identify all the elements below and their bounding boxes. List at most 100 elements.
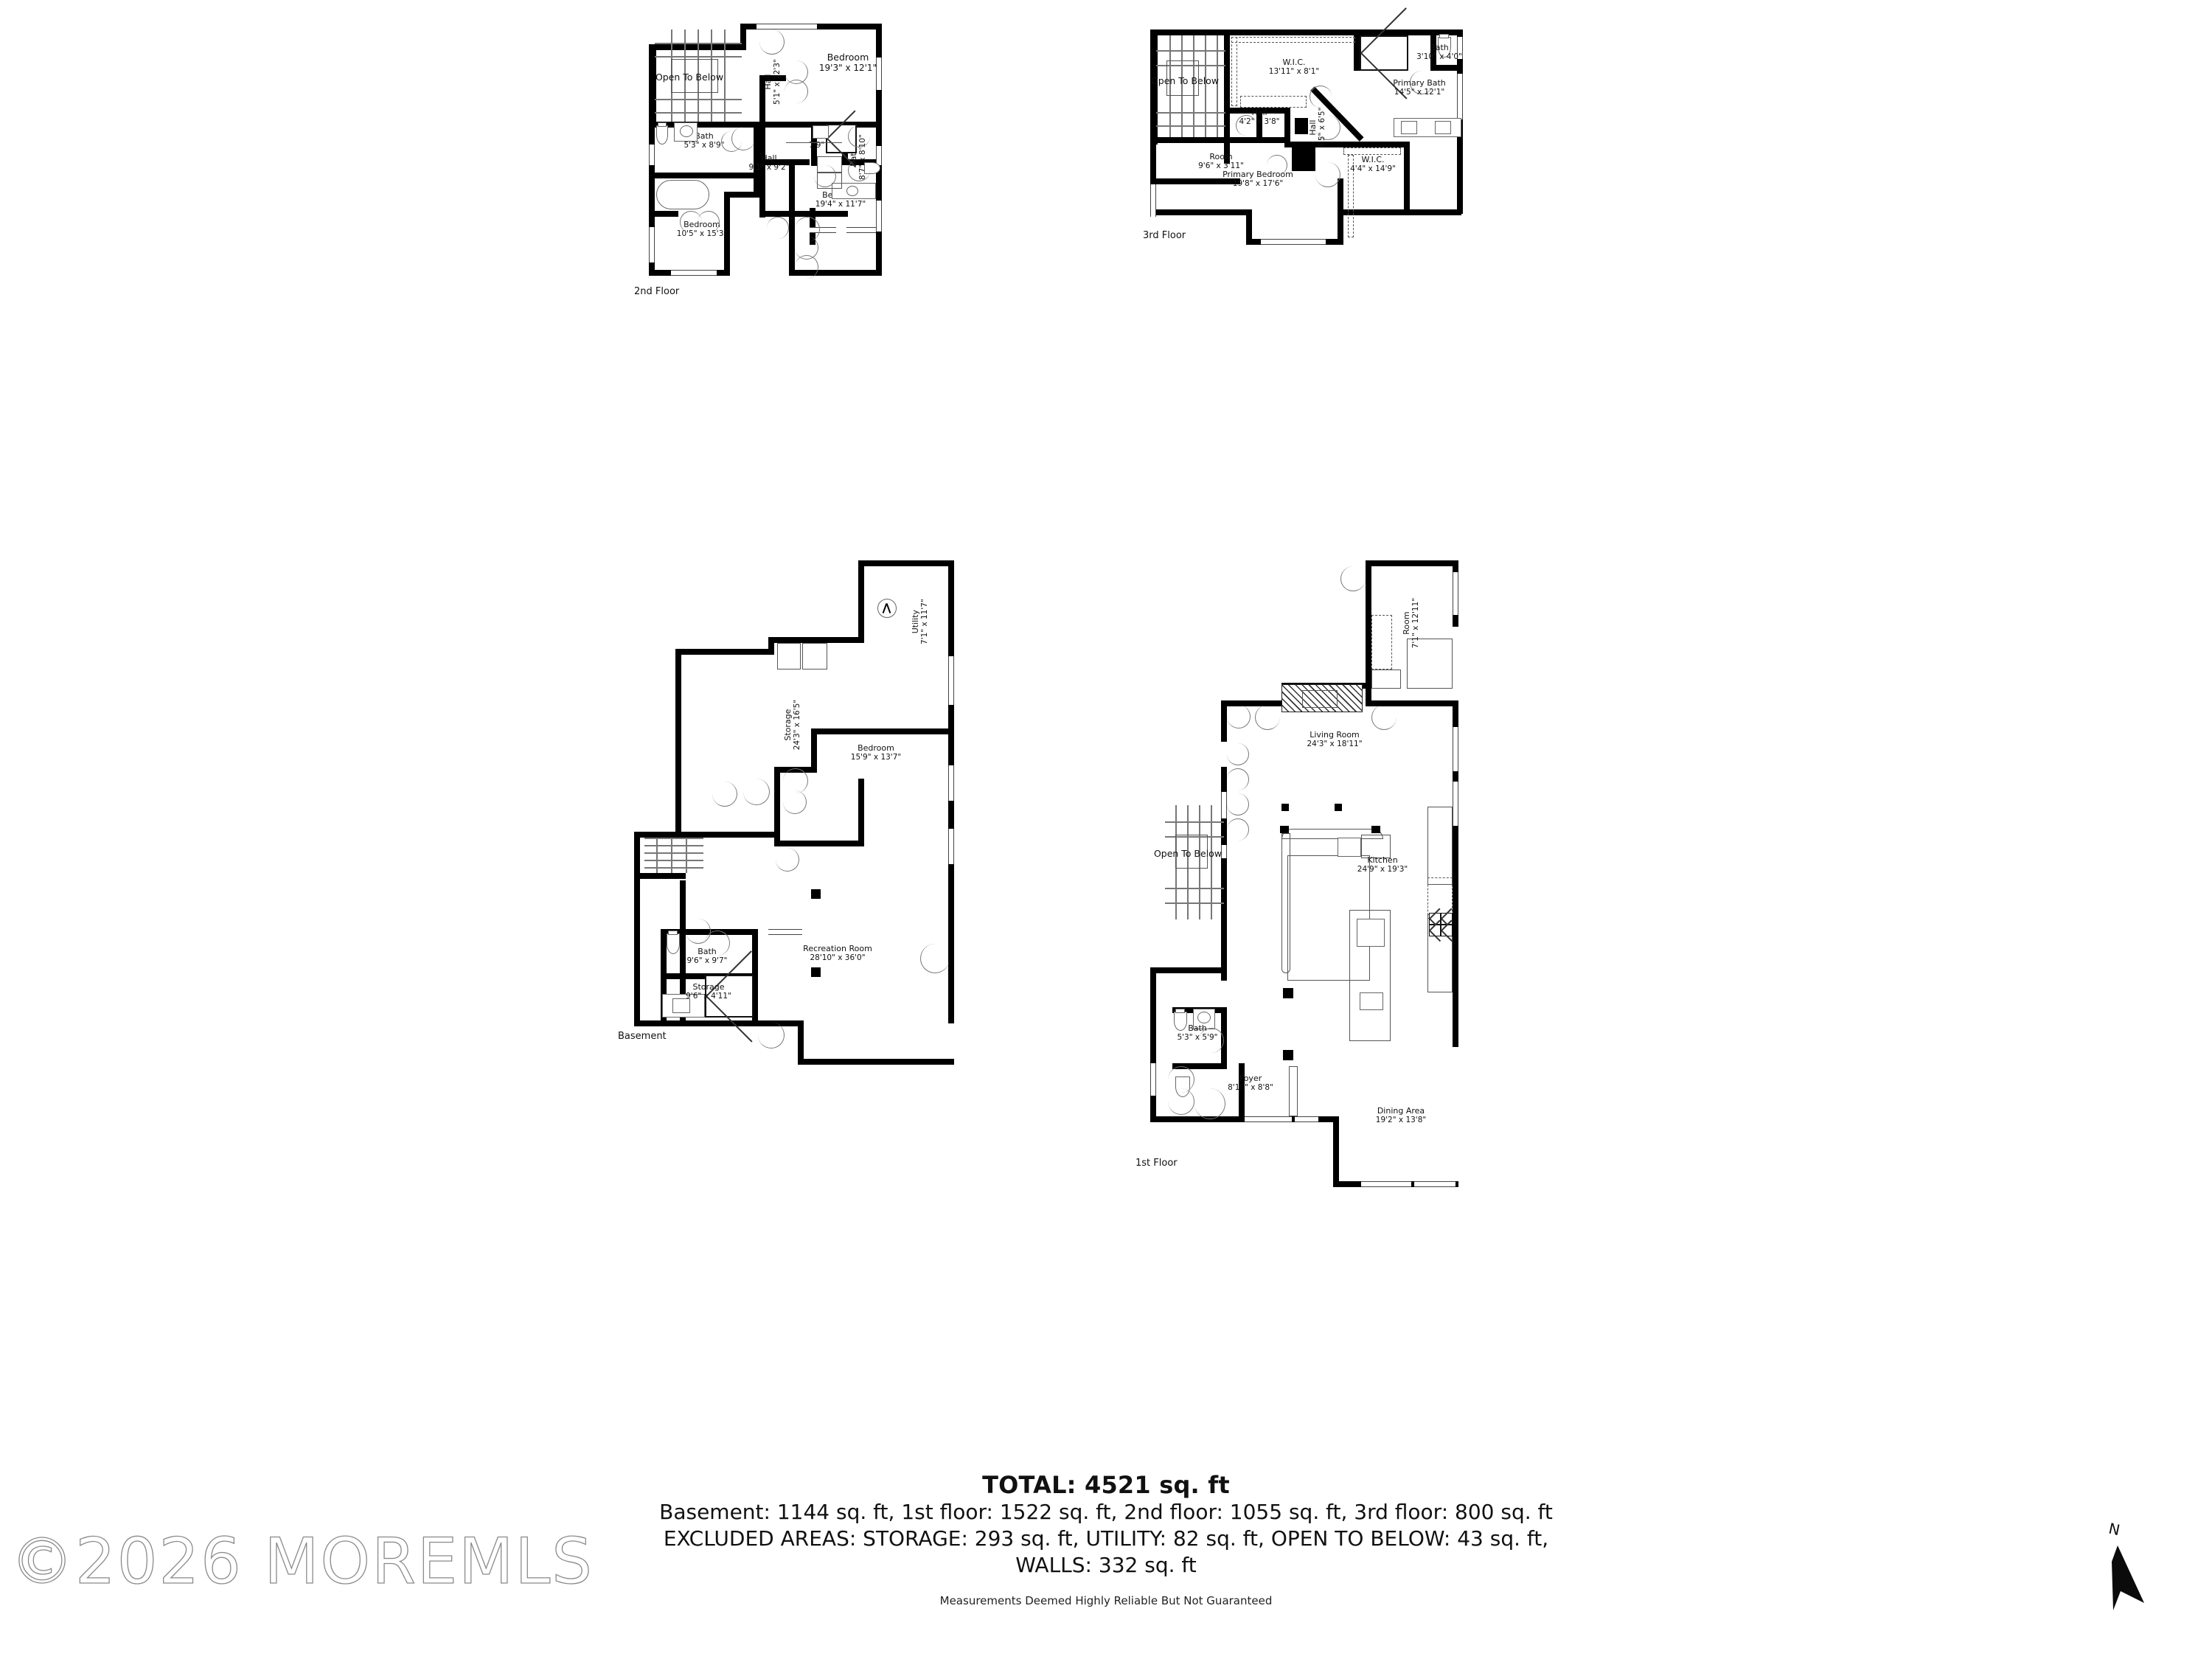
wall (842, 122, 882, 128)
wall (948, 560, 954, 728)
room-label-bath: Bath 9'6" x 9'7" (686, 947, 728, 966)
wall (768, 637, 774, 655)
window (948, 765, 954, 801)
door-swing (712, 782, 737, 807)
wall (649, 122, 759, 128)
wall-post (1295, 118, 1308, 134)
floor-name-1st: 1st Floor (1135, 1158, 1178, 1169)
window (876, 146, 882, 165)
door-swing (1315, 162, 1340, 187)
wall (765, 159, 810, 165)
room-label-utility: Utility 7'1" x 11'7" (910, 599, 930, 644)
north-arrow-icon (2112, 1545, 2144, 1610)
door-swing (1371, 705, 1397, 730)
disclaimer-label: Measurements Deemed Highly Reliable But … (939, 1594, 1273, 1608)
vanity-counter (662, 994, 705, 1018)
open-to-below-void (1166, 60, 1199, 96)
floorplan-basement: Utility 7'1" x 11'7" Storage 24'3" x 16'… (618, 560, 1121, 1445)
wall (649, 211, 678, 217)
wall (789, 270, 882, 276)
wall (1382, 29, 1463, 35)
door-swing (759, 29, 785, 55)
window (1221, 792, 1227, 818)
wall (1150, 137, 1290, 143)
open-to-below-void (1175, 835, 1208, 869)
wall (1246, 209, 1252, 245)
room-label-open-to-below: Open To Below (655, 72, 724, 83)
door-swing (783, 768, 808, 793)
wall (1150, 137, 1156, 183)
room-label-bath: Bath 3'10" x 4'0" (1416, 43, 1462, 62)
pantry-cabinet (1427, 807, 1453, 885)
toilet-tank (1439, 34, 1449, 38)
excluded-areas-line-2: WALLS: 332 sq. ft (1015, 1552, 1197, 1577)
wall (1281, 804, 1289, 811)
wall (754, 122, 759, 177)
toilet-tank (668, 931, 678, 935)
door-swing (1267, 155, 1287, 175)
door-swing (1227, 743, 1249, 765)
stove-burner-icon (1441, 925, 1453, 936)
support-post (811, 967, 821, 977)
door-panel (1289, 1066, 1298, 1116)
door-swing (776, 848, 799, 872)
wall (1453, 700, 1458, 1047)
room-label-open-to-below: Open To Below (1150, 75, 1220, 86)
window (1253, 1116, 1292, 1122)
floor-name-basement: Basement (618, 1031, 667, 1042)
door-swing (680, 211, 702, 233)
wall (1430, 65, 1463, 71)
shower-stall (705, 975, 754, 1018)
wall (649, 173, 759, 178)
wall (1224, 29, 1230, 164)
window (1414, 1181, 1455, 1187)
furniture-block (1407, 639, 1453, 689)
toilet-fixture (656, 125, 668, 145)
wall (649, 44, 656, 127)
window (1453, 782, 1458, 826)
room-label-dining-area: Dining Area 19'2" x 13'8" (1375, 1106, 1427, 1125)
window (948, 829, 954, 864)
window (846, 227, 876, 233)
sink-basin (1401, 121, 1417, 134)
wall (1430, 29, 1436, 71)
room-label-room: Room 7'1" x 12'11" (1401, 597, 1421, 649)
wall (858, 560, 864, 637)
door-swing (1227, 793, 1249, 815)
door-swing (795, 255, 818, 279)
stairs (1156, 35, 1225, 137)
room-label-storage-1: Storage 24'3" x 16'5" (782, 699, 802, 751)
wall (730, 192, 765, 198)
floorplan-2nd-floor: Open To Below Hall 5'1" x 12'3" Bedroom … (634, 15, 1121, 297)
door-swing (1168, 1066, 1194, 1093)
wall (754, 173, 759, 196)
floor-name-2nd: 2nd Floor (634, 286, 680, 297)
wall (661, 1020, 758, 1026)
toilet-tank (1175, 1009, 1185, 1013)
wall (759, 122, 765, 218)
door-swing (767, 217, 789, 239)
room-label-recreation-room: Recreation Room 28'10" x 36'0" (803, 944, 872, 963)
wall (634, 832, 640, 1026)
window (1457, 74, 1463, 119)
door-swing (1255, 705, 1280, 730)
wall (1292, 142, 1315, 171)
room-label-bath: Bath 5'3" x 5'9" (1177, 1023, 1218, 1043)
door-swing (758, 1022, 785, 1048)
door-swing (848, 125, 870, 147)
open-to-below-void (671, 59, 718, 93)
wall (1221, 858, 1227, 920)
prep-sink (1360, 992, 1383, 1010)
storage-cabinet (802, 643, 827, 669)
door-swing (1168, 1088, 1194, 1115)
wall (759, 75, 765, 122)
door-swing (1227, 705, 1251, 728)
window (757, 24, 817, 29)
floorplan-3rd-floor: Open To Below W.I.C. 13'11" x 8'1" Bath … (1143, 15, 1593, 251)
wall (1354, 29, 1360, 71)
wall (1366, 560, 1371, 613)
window (1261, 239, 1326, 245)
door-swing (920, 944, 950, 973)
room-label-wic-2: W.I.C. 4'4" x 14'9" (1350, 155, 1396, 174)
sink-basin (846, 186, 858, 196)
